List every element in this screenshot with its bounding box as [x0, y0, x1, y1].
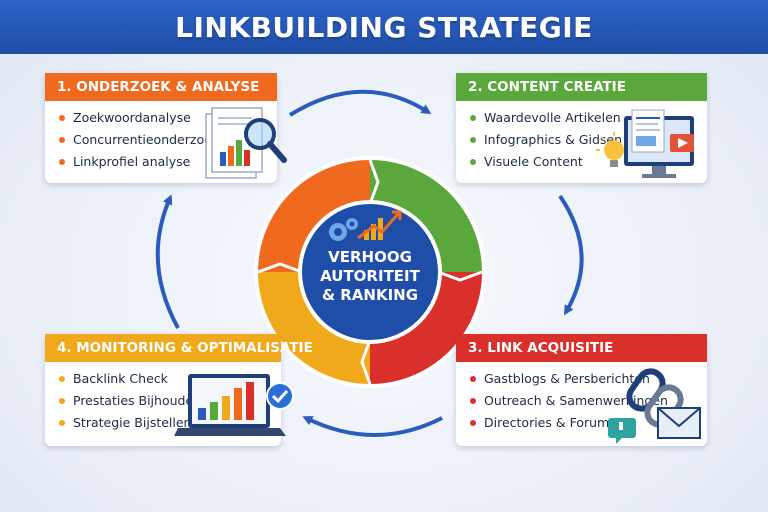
- list-item: Visuele Content: [470, 151, 707, 173]
- gear-chart-icon: [329, 210, 402, 241]
- step-3-title: 3. LINK ACQUISITIE: [456, 334, 707, 362]
- magnifier-report-icon: [205, 107, 287, 179]
- list-item: Zoekwoordanalyse: [59, 107, 277, 129]
- list-item: Concurrentieonderzoek: [59, 129, 277, 151]
- step-1-title: 1. ONDERZOEK & ANALYSE: [45, 73, 277, 101]
- arrow-left: [155, 194, 180, 329]
- list-item: Prestaties Bijhouden: [59, 390, 281, 412]
- ring-segment-orange: [258, 160, 370, 272]
- ring-segment-yellow: [258, 272, 370, 384]
- center-line-1: VERHOOG: [328, 248, 412, 266]
- monitor-lightbulb-icon: [596, 109, 694, 178]
- list-item: Linkprofiel analyse: [59, 151, 277, 173]
- list-item: Backlink Check: [59, 368, 281, 390]
- list-item: Strategie Bijstellen: [59, 412, 281, 434]
- chain-envelope-icon: [608, 368, 701, 444]
- step-card-research: 1. ONDERZOEK & ANALYSE Zoekwoordanalyse …: [45, 73, 277, 183]
- page-title: LINKBUILDING STRATEGIE: [175, 10, 593, 44]
- step-2-title: 2. CONTENT CREATIE: [456, 73, 707, 101]
- list-item: Outreach & Samenwerkingen: [470, 390, 707, 412]
- step-4-title: 4. MONITORING & OPTIMALISATIE: [45, 334, 313, 362]
- center-label: VERHOOG AUTORITEIT & RANKING: [290, 248, 450, 305]
- center-ring: [254, 156, 486, 388]
- list-item: Directories & Forums: [470, 412, 707, 434]
- step-card-content: 2. CONTENT CREATIE Waardevolle Artikelen…: [456, 73, 707, 183]
- laptop-chart-check-icon: [174, 374, 294, 436]
- ring-segment-green: [370, 160, 482, 272]
- list-item: Infographics & Gidsen: [470, 129, 707, 151]
- list-item: Waardevolle Artikelen: [470, 107, 707, 129]
- title-banner: LINKBUILDING STRATEGIE: [0, 0, 768, 54]
- list-item: Gastblogs & Persberichten: [470, 368, 707, 390]
- arrow-top: [288, 89, 432, 117]
- center-line-2: AUTORITEIT: [320, 267, 420, 285]
- center-line-3: & RANKING: [321, 286, 419, 304]
- arrow-right: [558, 194, 584, 316]
- arrow-bottom: [302, 416, 443, 437]
- ring-segment-red: [370, 272, 482, 384]
